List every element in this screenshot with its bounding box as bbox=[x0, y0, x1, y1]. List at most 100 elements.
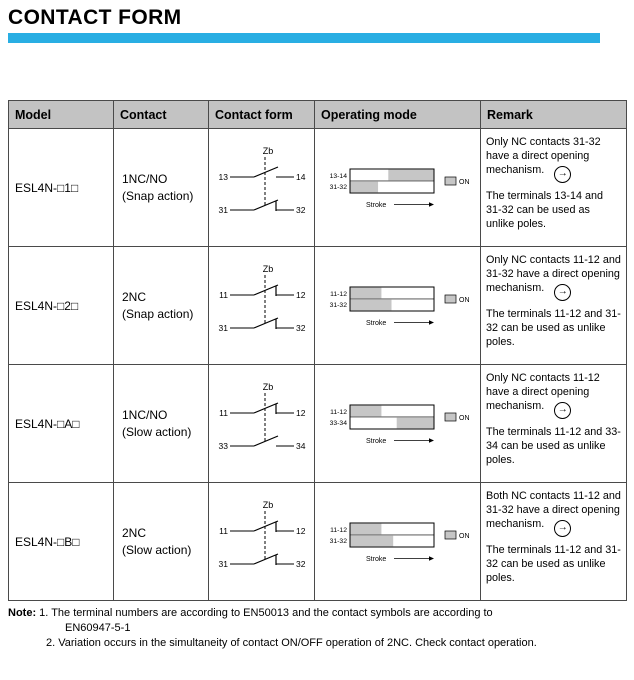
remark-text: Only NC contacts 11-12 have a direct ope… bbox=[486, 372, 600, 413]
svg-text:ON: ON bbox=[459, 415, 470, 422]
svg-text:11-12: 11-12 bbox=[330, 527, 347, 534]
contact-action: (Slow action) bbox=[122, 542, 192, 557]
remark-text: Both NC contacts 11-12 and 31-32 have a … bbox=[486, 490, 621, 531]
remark-text-2: The terminals 13-14 and 31-32 can be use… bbox=[486, 189, 604, 230]
contact-type: 1NC/NO bbox=[122, 172, 168, 187]
svg-text:ON: ON bbox=[459, 533, 470, 540]
accent-bar bbox=[8, 33, 600, 43]
table-row: ESL4N-□A□ 1NC/NO (Slow action) Zb 11 12 33 3… bbox=[8, 364, 627, 483]
remark-cell: Only NC contacts 11-12 and 31-32 have a … bbox=[480, 246, 627, 365]
svg-text:11: 11 bbox=[219, 526, 228, 536]
svg-text:13-14: 13-14 bbox=[329, 173, 347, 180]
contact-action: (Snap action) bbox=[122, 306, 194, 321]
contact-cell: 1NC/NO (Snap action) bbox=[113, 128, 209, 247]
model-cell: ESL4N-□A□ bbox=[8, 364, 114, 483]
svg-text:32: 32 bbox=[296, 559, 306, 569]
svg-text:12: 12 bbox=[296, 290, 306, 300]
svg-text:Stroke: Stroke bbox=[366, 202, 386, 209]
svg-text:32: 32 bbox=[296, 323, 306, 333]
svg-text:31: 31 bbox=[218, 323, 228, 333]
contact-form-diagram: Zb 11 12 31 32 bbox=[209, 261, 314, 351]
svg-text:Zb: Zb bbox=[262, 382, 273, 392]
contact-cell: 1NC/NO (Slow action) bbox=[113, 364, 209, 483]
svg-text:Zb: Zb bbox=[262, 146, 273, 156]
table-row: ESL4N-□2□ 2NC (Snap action) Zb 11 12 31 32 1… bbox=[8, 246, 627, 365]
svg-text:Zb: Zb bbox=[262, 264, 273, 274]
svg-text:31: 31 bbox=[218, 559, 228, 569]
contact-form-diagram: Zb 11 12 33 34 bbox=[209, 379, 314, 469]
svg-text:Stroke: Stroke bbox=[366, 320, 386, 327]
model-cell: ESL4N-□1□ bbox=[8, 128, 114, 247]
svg-text:31: 31 bbox=[218, 205, 228, 215]
contact-action: (Snap action) bbox=[122, 188, 194, 203]
svg-text:33-34: 33-34 bbox=[329, 420, 347, 427]
remark-text-2: The terminals 11-12 and 31-32 can be use… bbox=[486, 543, 621, 584]
remark-text: Only NC contacts 11-12 and 31-32 have a … bbox=[486, 254, 621, 295]
page: CONTACT FORM Model Contact Contact form … bbox=[8, 6, 627, 651]
direct-opening-action-icon: → bbox=[554, 283, 572, 301]
contact-action: (Slow action) bbox=[122, 424, 192, 439]
svg-text:33: 33 bbox=[218, 441, 228, 451]
svg-text:34: 34 bbox=[296, 441, 306, 451]
svg-text:11-12: 11-12 bbox=[330, 409, 347, 416]
remark-text-2: The terminals 11-12 and 31-32 can be use… bbox=[486, 307, 621, 348]
note-text-1: 1. The terminal numbers are according to… bbox=[39, 607, 493, 619]
table-row: ESL4N-□B□ 2NC (Slow action) Zb 11 12 31 32 1… bbox=[8, 482, 627, 601]
svg-text:11: 11 bbox=[219, 290, 228, 300]
direct-opening-action-icon: → bbox=[554, 401, 572, 419]
direct-opening-action-icon: → bbox=[554, 519, 572, 537]
col-header-contact: Contact bbox=[113, 100, 209, 129]
note-text-3: 2. Variation occurs in the simultaneity … bbox=[46, 636, 537, 649]
col-header-operating-mode: Operating mode bbox=[314, 100, 481, 129]
contact-form-cell: Zb 11 12 31 32 bbox=[208, 246, 315, 365]
svg-text:31-32: 31-32 bbox=[329, 538, 347, 545]
col-header-remark: Remark bbox=[480, 100, 627, 129]
contact-cell: 2NC (Snap action) bbox=[113, 246, 209, 365]
contact-cell: 2NC (Slow action) bbox=[113, 482, 209, 601]
col-header-contact-form: Contact form bbox=[208, 100, 315, 129]
svg-text:Stroke: Stroke bbox=[366, 556, 386, 563]
svg-text:31-32: 31-32 bbox=[329, 302, 347, 309]
remark-cell: Only NC contacts 31-32 have a direct ope… bbox=[480, 128, 627, 247]
contact-type: 2NC bbox=[122, 290, 147, 305]
contact-type: 2NC bbox=[122, 526, 147, 541]
note-label: Note: bbox=[8, 607, 37, 619]
contact-type: 1NC/NO bbox=[122, 408, 168, 423]
svg-text:ON: ON bbox=[459, 297, 470, 304]
svg-text:32: 32 bbox=[296, 205, 306, 215]
svg-text:14: 14 bbox=[296, 172, 306, 182]
svg-text:12: 12 bbox=[296, 408, 306, 418]
contact-form-cell: Zb 11 12 33 34 bbox=[208, 364, 315, 483]
svg-text:ON: ON bbox=[459, 179, 470, 186]
contact-form-table: Model Contact Contact form Operating mod… bbox=[8, 100, 627, 601]
table-header-row: Model Contact Contact form Operating mod… bbox=[8, 100, 627, 129]
svg-text:Stroke: Stroke bbox=[366, 438, 386, 445]
note-line: Note: 1. The terminal numbers are accord… bbox=[8, 606, 626, 621]
remark-cell: Only NC contacts 11-12 have a direct ope… bbox=[480, 364, 627, 483]
remark-text: Only NC contacts 31-32 have a direct ope… bbox=[486, 136, 601, 177]
svg-text:11: 11 bbox=[219, 408, 228, 418]
svg-text:Zb: Zb bbox=[262, 500, 273, 510]
remark-text-2: The terminals 11-12 and 33-34 can be use… bbox=[486, 425, 621, 466]
svg-text:11-12: 11-12 bbox=[330, 291, 347, 298]
contact-form-diagram: Zb 11 12 31 32 bbox=[209, 497, 314, 587]
model-cell: ESL4N-□B□ bbox=[8, 482, 114, 601]
svg-text:31-32: 31-32 bbox=[329, 184, 347, 191]
col-header-model: Model bbox=[8, 100, 114, 129]
svg-text:12: 12 bbox=[296, 526, 306, 536]
model-cell: ESL4N-□2□ bbox=[8, 246, 114, 365]
note: Note: 1. The terminal numbers are accord… bbox=[8, 606, 626, 651]
note-text-2: EN60947-5-1 bbox=[65, 621, 131, 634]
contact-form-cell: Zb 11 12 31 32 bbox=[208, 482, 315, 601]
